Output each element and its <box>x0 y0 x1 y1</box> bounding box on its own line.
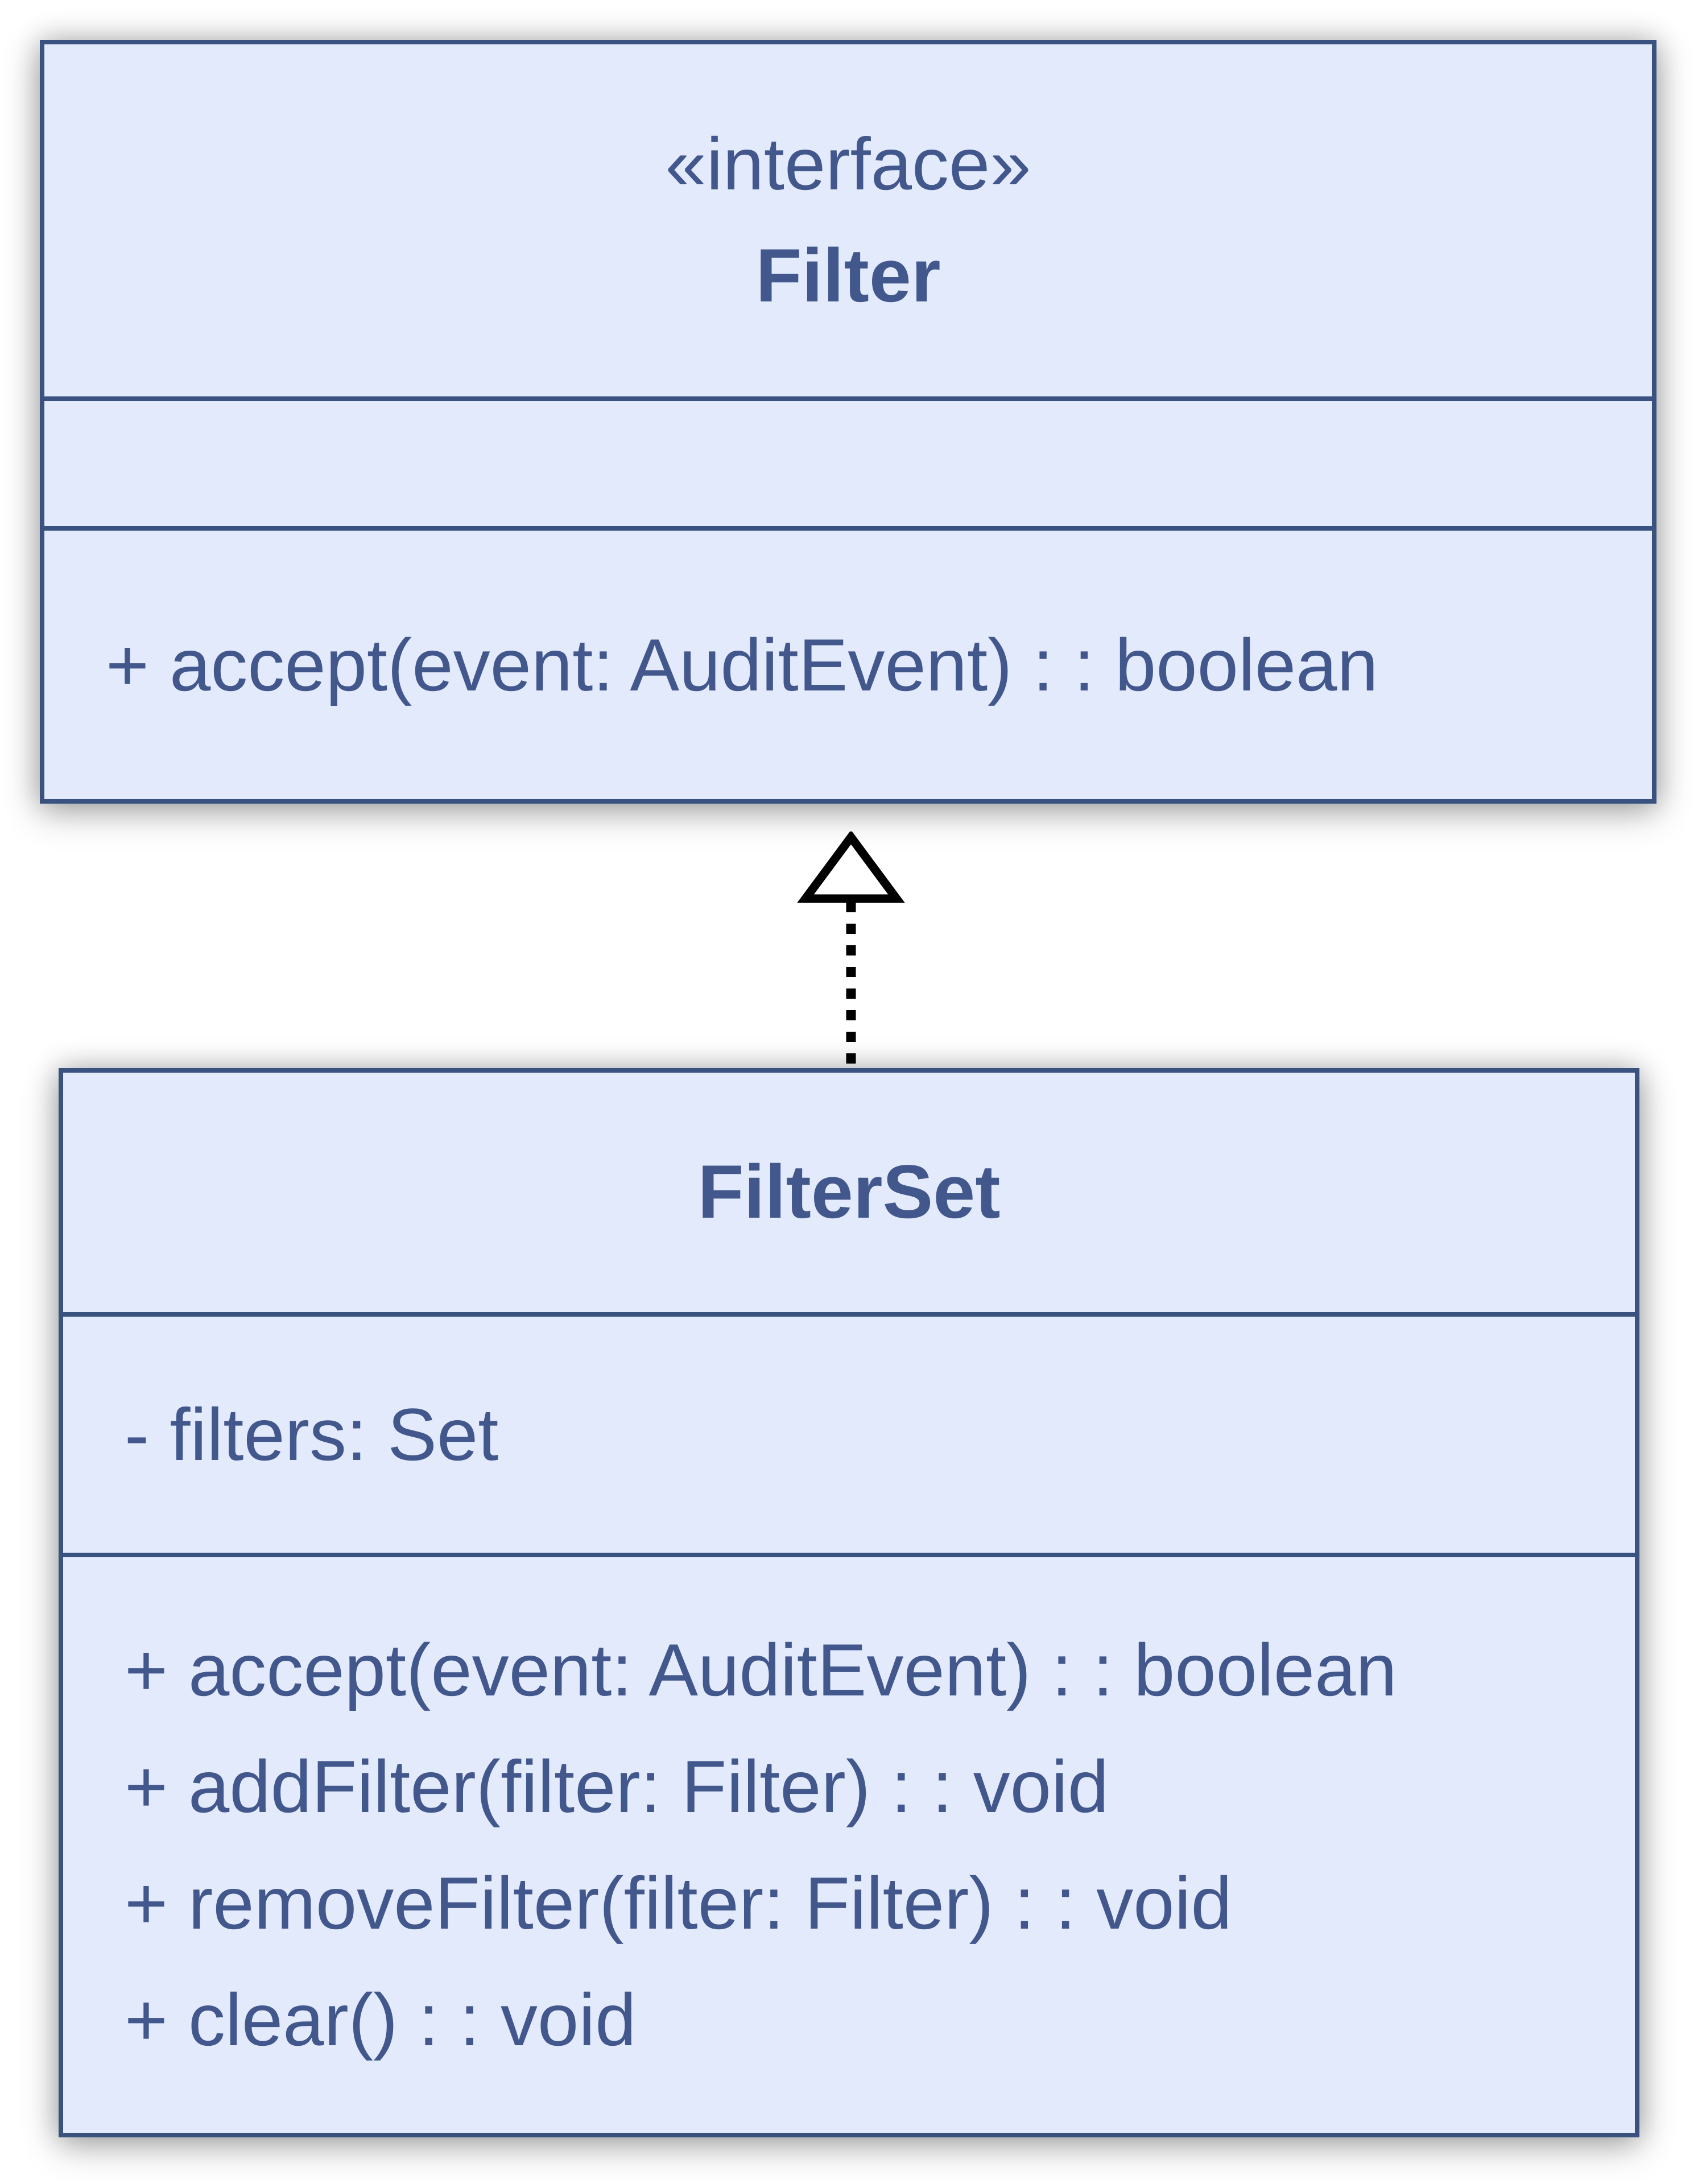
operation-item: + clear() : : void <box>125 1978 637 2061</box>
filter-attributes-compartment-empty <box>44 396 1652 526</box>
realization-arrow <box>797 832 905 1068</box>
filter-header-compartment: «interface» Filter <box>44 44 1652 396</box>
operation-item: + addFilter(filter: Filter) : : void <box>125 1745 1109 1828</box>
filterset-class-name: FilterSet <box>697 1150 1001 1235</box>
hollow-triangle-icon <box>797 832 905 903</box>
filterset-attributes-compartment: - filters: Set <box>63 1312 1635 1553</box>
filterset-header-compartment: FilterSet <box>63 1073 1635 1312</box>
filter-class-name: Filter <box>755 233 941 318</box>
operation-item: + accept(event: AuditEvent) : : boolean <box>106 623 1378 706</box>
filter-operations-compartment: + accept(event: AuditEvent) : : boolean <box>44 526 1652 799</box>
attribute-item: - filters: Set <box>125 1393 499 1476</box>
filterset-operations-compartment: + accept(event: AuditEvent) : : boolean … <box>63 1553 1635 2133</box>
operation-item: + accept(event: AuditEvent) : : boolean <box>125 1628 1397 1711</box>
operation-item: + removeFilter(filter: Filter) : : void <box>125 1862 1232 1945</box>
class-box-filterset: FilterSet - filters: Set + accept(event:… <box>59 1068 1639 2137</box>
class-box-filter-interface: «interface» Filter + accept(event: Audit… <box>40 40 1656 804</box>
filter-stereotype-label: «interface» <box>665 122 1031 205</box>
